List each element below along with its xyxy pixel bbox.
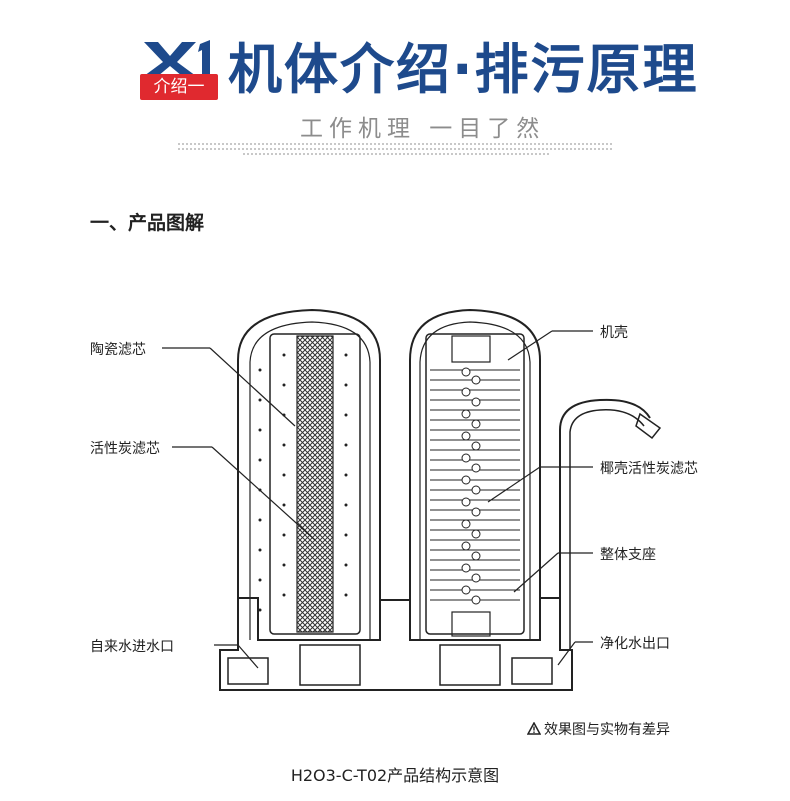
- decorative-fine-print: [178, 143, 614, 158]
- label-stand: 整体支座: [600, 547, 656, 563]
- right-cartridge: [425, 333, 525, 635]
- section-title: 一、产品图解: [90, 212, 205, 234]
- warning-icon: [526, 721, 542, 735]
- base-stand: [219, 597, 573, 691]
- ceramic-pores: [258, 353, 348, 612]
- label-coconut-filter: 椰壳活性炭滤芯: [600, 461, 698, 477]
- intro-badge: 介绍一: [140, 74, 218, 100]
- label-water-inlet: 自来水进水口: [90, 639, 174, 655]
- label-ceramic-filter: 陶瓷滤芯: [90, 342, 146, 358]
- faucet-pipe: [559, 398, 651, 650]
- disclaimer-text: 效果图与实物有差异: [544, 722, 670, 738]
- label-shell: 机壳: [600, 325, 628, 341]
- left-housing: [237, 308, 381, 640]
- page-title: 机体介绍·排污原理: [228, 38, 699, 101]
- disclaimer-note: 效果图与实物有差异: [526, 719, 670, 739]
- label-carbon-filter: 活性炭滤芯: [90, 441, 160, 457]
- diagram-caption: H2O3-C-T02产品结构示意图: [290, 766, 500, 785]
- right-housing: [409, 308, 541, 640]
- left-cartridge: [269, 333, 361, 635]
- page-subtitle: 工作机理 一目了然: [300, 116, 546, 142]
- x1-logo: [144, 40, 210, 76]
- coconut-core-beads: [461, 367, 481, 605]
- label-water-outlet: 净化水出口: [600, 636, 670, 652]
- ceramic-mesh-core: [296, 335, 334, 633]
